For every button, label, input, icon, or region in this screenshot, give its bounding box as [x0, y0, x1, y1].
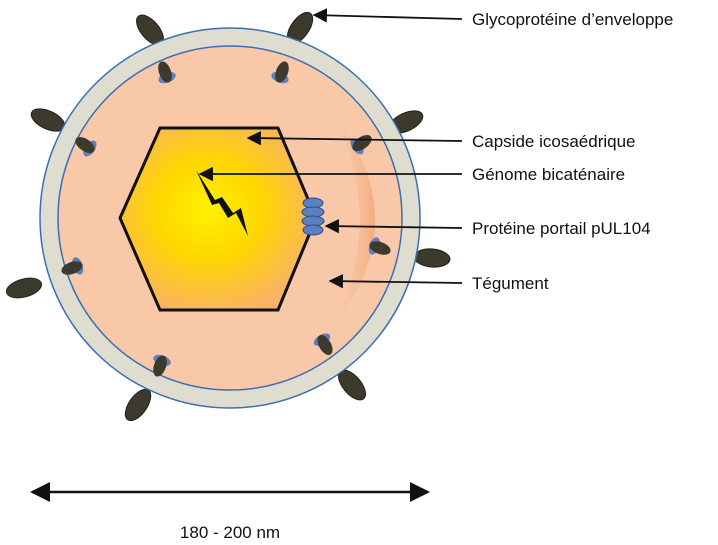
icosahedral-capsid [120, 128, 316, 310]
label-genome: Génome bicaténaire [472, 165, 625, 184]
label-glycoprotein: Glycoprotéine d’enveloppe [472, 10, 673, 29]
spike-icon [413, 247, 450, 268]
spike-icon [4, 275, 43, 302]
arrow-glycoprotein [314, 15, 462, 19]
scale-label: 180 - 200 nm [180, 523, 280, 542]
label-capsid: Capside icosaédrique [472, 132, 636, 151]
label-tegument: Tégument [472, 274, 549, 293]
label-portal: Protéine portail pUL104 [472, 219, 651, 238]
